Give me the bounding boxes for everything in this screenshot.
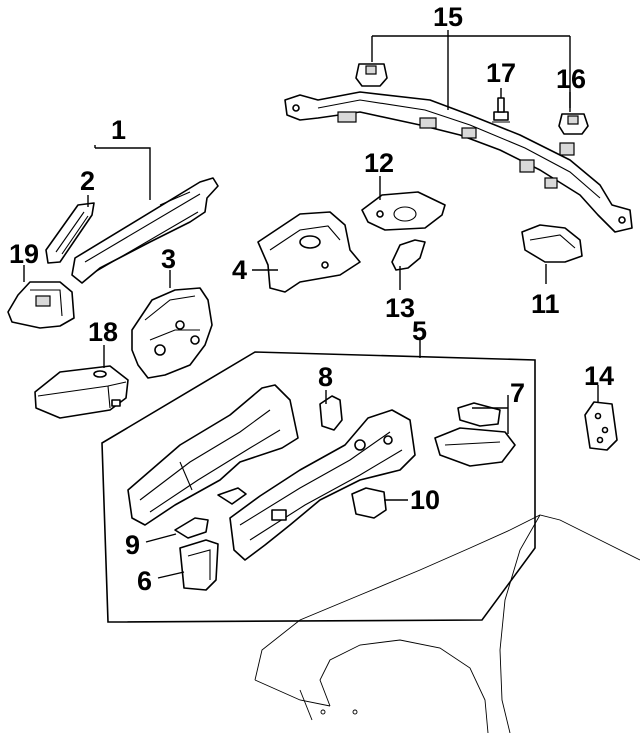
callout-15: 15	[433, 2, 463, 32]
mount-bushing-15	[355, 63, 388, 87]
bracket-12	[361, 191, 446, 231]
callout-19: 19	[9, 239, 39, 269]
callout-6: 6	[137, 566, 152, 596]
bolt-17	[492, 97, 510, 123]
bracket-9	[174, 517, 209, 539]
bracket-10	[351, 487, 387, 519]
callout-16: 16	[556, 64, 586, 94]
mount-bushing-16	[558, 113, 589, 135]
callout-11: 11	[531, 289, 560, 319]
callout-2: 2	[80, 166, 95, 196]
plate-13	[391, 239, 426, 271]
callout-3: 3	[161, 244, 176, 274]
callout-10: 10	[410, 485, 440, 515]
wheelhouse-3	[131, 287, 213, 379]
callout-7: 7	[510, 378, 525, 408]
callout-5: 5	[412, 316, 427, 346]
battery-tray-18	[34, 365, 129, 419]
leader-lines	[23, 30, 599, 579]
callout-8: 8	[318, 362, 333, 392]
callout-14: 14	[584, 361, 614, 391]
callout-13: 13	[385, 293, 415, 323]
reinforcement-2	[45, 202, 95, 264]
bracket-19	[7, 281, 75, 329]
apron-rail-1	[71, 177, 219, 284]
callout-1: 1	[111, 115, 126, 145]
bracket-6	[179, 539, 219, 591]
fender-outline	[254, 514, 640, 733]
bracket-7	[434, 402, 516, 467]
bracket-small	[217, 487, 247, 505]
bracket-8	[319, 395, 343, 431]
callout-9: 9	[125, 530, 140, 560]
callout-4: 4	[232, 255, 247, 285]
callout-12: 12	[364, 148, 394, 178]
frame-rail-left	[127, 384, 299, 526]
frame-rail-right	[229, 409, 416, 561]
callout-17: 17	[486, 58, 516, 88]
strut-tower-bar	[284, 91, 633, 233]
bracket-14	[584, 401, 618, 451]
bracket-4	[257, 211, 361, 293]
group-box-5	[101, 351, 536, 623]
bracket-11	[521, 224, 583, 263]
callout-18: 18	[88, 317, 118, 347]
